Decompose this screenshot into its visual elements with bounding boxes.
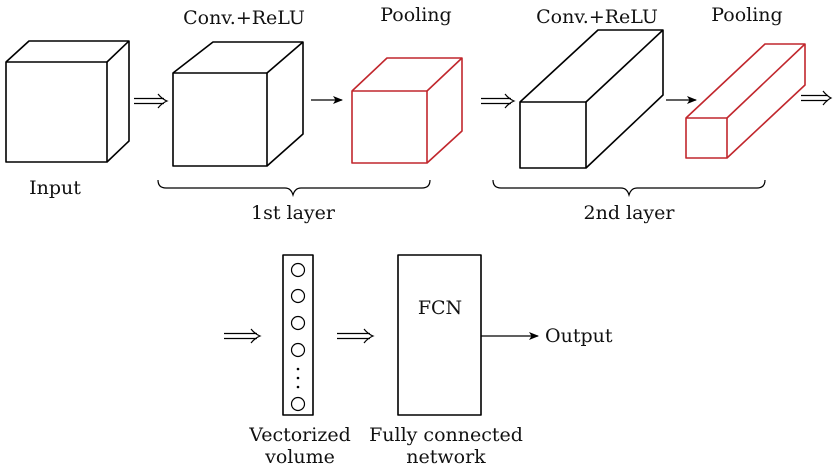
- double-arrow-icon: [224, 328, 262, 344]
- conv2-cube: [519, 29, 664, 169]
- vectorized-label-line2: volume: [264, 446, 335, 468]
- fcn-label: FCN: [418, 297, 462, 319]
- conv2-label: Conv.+ReLU: [536, 6, 658, 28]
- pool1-cube: [351, 57, 463, 164]
- input-cube: [5, 40, 130, 163]
- layer2-label: 2nd layer: [584, 202, 676, 224]
- fully-connected-label-line2: network: [406, 446, 486, 468]
- double-arrow-icon: [134, 93, 169, 109]
- double-arrow-icon: [481, 93, 516, 109]
- layer1-label: 1st layer: [251, 202, 336, 224]
- output-label: Output: [545, 325, 613, 347]
- double-arrow-icon: [801, 90, 833, 106]
- pool2-label: Pooling: [711, 4, 782, 26]
- fcn-box: [397, 254, 482, 416]
- vectorized-label-line1: Vectorized: [248, 424, 351, 446]
- double-arrow-icon: [337, 328, 375, 344]
- vectorized-volume: [282, 254, 314, 416]
- pool1-label: Pooling: [380, 4, 451, 26]
- conv1-label: Conv.+ReLU: [183, 7, 305, 29]
- layer1-brace: [157, 179, 431, 198]
- fully-connected-label-line1: Fully connected: [369, 424, 523, 446]
- layer2-brace: [492, 179, 766, 198]
- input-label: Input: [29, 177, 81, 199]
- pool2-cube: [685, 43, 806, 159]
- conv1-cube: [172, 41, 304, 167]
